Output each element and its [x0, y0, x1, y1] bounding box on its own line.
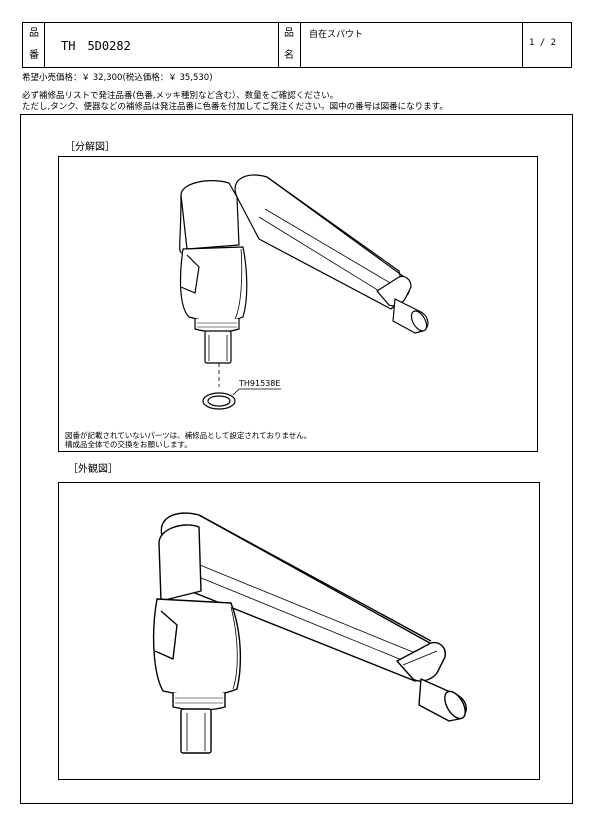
hinmei-label-2: 名 [284, 50, 294, 61]
hinmei-label-1: 品 [284, 28, 294, 39]
footnote-line-1: 図番が記載されていないパーツは、補修品として設定されておりません。 [65, 431, 312, 440]
exploded-view-title: ［分解図］ [65, 142, 115, 153]
hinban-label-cell: 品 番 [23, 23, 45, 67]
hinmei-label-cell: 品 名 [279, 23, 301, 67]
hinban-label-1: 品 [29, 28, 39, 39]
external-view-panel [58, 482, 540, 780]
hinban-value-cell: TH 5D0282 [45, 23, 279, 67]
page-number: 1 / 2 [529, 38, 557, 48]
exploded-faucet-drawing [179, 174, 429, 410]
note-line-2: ただし,タンク、便器などの補修品は発注品番に色番を付加してご発注ください。図中の… [22, 102, 448, 112]
exploded-view-panel: TH91538E 図番が記載されていないパーツは、補修品として設定されておりませ… [58, 156, 538, 452]
page-cell: 1 / 2 [523, 23, 571, 67]
product-number: TH 5D0282 [61, 39, 131, 53]
price-line: 希望小売価格：￥ 32,300(税込価格：￥ 35,530) [22, 73, 213, 83]
note-line-1: 必ず補修品リストで発注品番(色番,メッキ種別など含む）、数量をご確認ください。 [22, 91, 339, 101]
external-view-title: ［外観図］ [68, 464, 118, 475]
product-name: 自在スパウト [309, 30, 364, 40]
hinban-label-2: 番 [29, 50, 39, 61]
header-table: 品 番 TH 5D0282 品 名 自在スパウト 1 / 2 [22, 22, 572, 68]
content-frame [20, 114, 573, 804]
external-faucet-drawing [152, 512, 467, 754]
footnote-line-2: 構成品全体での交換をお願いします。 [65, 440, 192, 449]
part-number-label: TH91538E [239, 379, 281, 388]
hinmei-value-cell: 自在スパウト [301, 23, 523, 67]
